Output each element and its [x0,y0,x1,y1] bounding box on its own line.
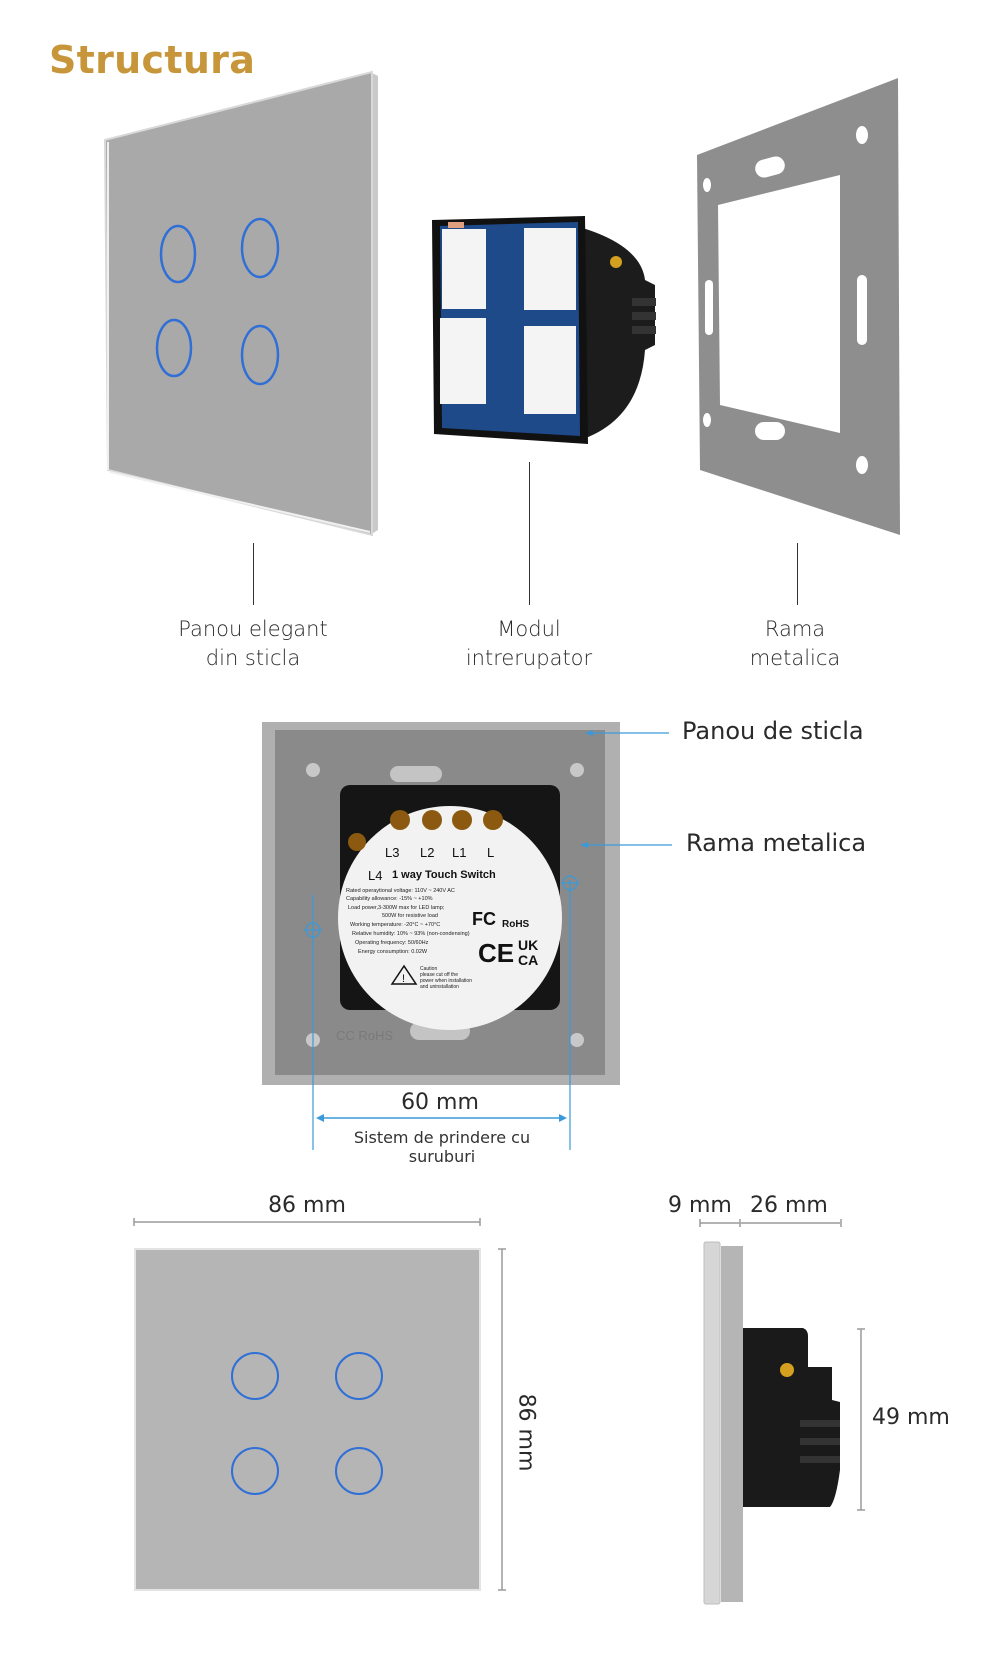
metal-frame-label-line1: Rama [764,617,826,641]
terminal-L2: L2 [420,845,434,860]
touch-pad-4 [524,326,576,414]
metal-frame-label-line2: metalica [749,646,841,670]
metal-frame-image [697,78,900,535]
caution-line: and uninstallation [420,984,459,990]
front-touch-1-icon [231,1352,279,1400]
svg-text:!: ! [402,973,405,985]
module-label-disc [338,806,562,1030]
glass-panel-image [103,70,378,537]
rohs-mark: RoHS [502,919,530,930]
frame-mark: CC RoHS [336,1028,393,1043]
frame-opening [718,175,840,433]
fc-mark: FC [472,909,496,929]
touch-button-3-icon [155,318,193,378]
front-touch-2-icon [335,1352,383,1400]
touch-button-1-icon [159,224,197,284]
touch-pad-3 [440,318,486,404]
terminal-L: L [487,845,494,860]
spec-line: Rated operaytional voltage: 110V ~ 240V … [346,888,455,894]
callout-frame-label: Rama metalica [686,829,867,857]
front-touch-3-icon [231,1447,279,1495]
terminal-L1: L1 [452,845,466,860]
touch-button-4-icon [240,324,280,386]
leader-line-module [529,462,530,605]
spec-line: Capability allowance: -15% ~ +10% [346,896,433,902]
spec-lines: Rated operaytional voltage: 110V ~ 240V … [346,888,470,955]
callout-glass-label: Panou de sticla [682,717,864,745]
glass-depth-label: 9 mm [668,1193,732,1218]
spec-line: Energy consumption: 0.02W [358,949,428,955]
front-width-label: 86 mm [268,1193,346,1218]
switch-module-label: Modul intrerupator [429,615,629,673]
spec-line: Working temperature: -20°C ~ +70°C [350,922,440,928]
front-panel [134,1248,481,1591]
mount-spacing-label: 60 mm [401,1090,479,1115]
side-glass [703,1241,721,1605]
leader-line-glass [253,543,254,605]
touch-pad-1 [442,229,486,309]
caution-line: power when installation [420,978,472,984]
module-height-label: 49 mm [872,1405,950,1430]
touch-button-2-icon [240,217,280,279]
spec-line: Relative humidity: 10% ~ 93% (non-conden… [352,931,470,937]
switch-module-label-line2: intrerupator [465,646,593,670]
spec-line: Operating frequency: 50/60Hz [355,940,429,946]
spec-line: Load power,3-300W max for LED lamp; [348,905,445,911]
terminal-L4: L4 [368,868,382,883]
terminal-L3: L3 [385,845,399,860]
caution-line: please cut off the [420,972,458,978]
glass-panel-label: Panou elegant din sticla [153,615,353,673]
switch-module-label-line1: Modul [497,617,561,641]
metal-frame-label: Rama metalica [695,615,895,673]
caution-triangle-icon [390,964,418,985]
back-view-image: CE UK CA FC RoHS CC RoHS L3 L2 L1 L L4 1… [262,722,672,1150]
product-name: 1 way Touch Switch [392,869,496,881]
caution-line: Caution [420,966,437,972]
side-terminal-screw-icon [780,1363,794,1377]
side-module [743,1328,840,1507]
ukca-mark-bottom: CA [518,952,538,968]
ce-mark: CE [478,938,514,968]
ukca-mark-top: UK [518,937,538,953]
front-touch-4-icon [335,1447,383,1495]
switch-module-image [432,216,656,444]
glass-panel-label-line1: Panou elegant [178,617,328,641]
page-title: Structura [49,38,256,82]
terminal-screw-icon [610,256,622,268]
side-frame [721,1246,743,1602]
spec-line: 500W for resistive load [382,913,438,919]
mount-caption: Sistem de prindere cu suruburi [353,1128,531,1166]
glass-panel-label-line2: din sticla [205,646,301,670]
module-depth-label: 26 mm [750,1193,828,1218]
touch-pad-2 [524,228,576,310]
leader-line-frame [797,543,798,605]
